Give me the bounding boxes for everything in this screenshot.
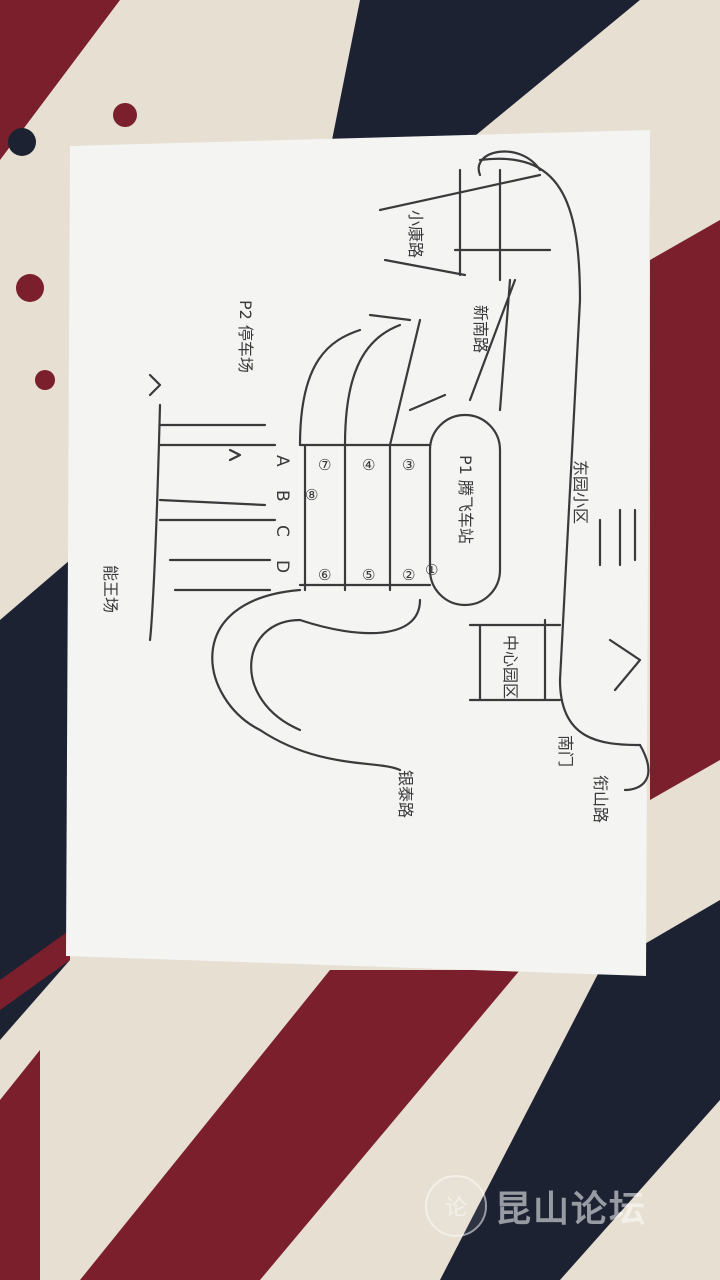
node-3: ③ bbox=[402, 456, 415, 474]
lane-d: D bbox=[272, 560, 292, 573]
lane-b: B bbox=[272, 490, 292, 502]
polka-dot bbox=[8, 128, 36, 156]
maroon-stripe bbox=[80, 970, 520, 1280]
label-center-park: 中心园区 bbox=[501, 635, 520, 699]
label-p1-station: P1 腾飞车站 bbox=[456, 455, 475, 544]
lane-a: A bbox=[272, 455, 292, 467]
lane-arrows bbox=[148, 373, 242, 462]
watermark-logo-icon: 论 bbox=[425, 1175, 487, 1237]
node-2: ② bbox=[402, 566, 415, 584]
node-6: ⑥ bbox=[318, 566, 331, 584]
lane-c: C bbox=[272, 525, 292, 537]
navy-stripe bbox=[330, 0, 640, 150]
label-bottom-road: 能王场 bbox=[101, 565, 120, 613]
center-park-lines bbox=[468, 618, 562, 702]
exit-arrow bbox=[623, 743, 650, 792]
label-lower-road: 银泰路 bbox=[396, 770, 415, 818]
node-7: ⑦ bbox=[318, 456, 331, 474]
north-arrows bbox=[298, 313, 447, 447]
node-8: ⑧ bbox=[305, 486, 318, 504]
p1-station-outline bbox=[428, 413, 502, 607]
watermark-text: 昆山论坛 bbox=[495, 1189, 648, 1230]
p2-lanes bbox=[148, 403, 277, 642]
label-xiaokang-road: 小康路 bbox=[406, 210, 425, 258]
node-4: ④ bbox=[362, 456, 375, 474]
paper-sheet bbox=[66, 130, 650, 976]
parking-grid bbox=[298, 443, 432, 592]
label-south-gate: 南门 bbox=[556, 735, 575, 767]
loop-road bbox=[477, 150, 642, 747]
navy-stripe bbox=[0, 560, 70, 1040]
dongyuan-marks bbox=[598, 508, 642, 692]
label-p2-parking: P2 停车场 bbox=[236, 300, 255, 373]
node-1: ① bbox=[425, 561, 438, 579]
navy-stripe bbox=[440, 900, 720, 1280]
node-5: ⑤ bbox=[362, 566, 375, 584]
maroon-stripe bbox=[650, 220, 720, 800]
label-dongyuan: 东园小区 bbox=[571, 460, 590, 524]
maroon-stripe bbox=[0, 0, 120, 160]
watermark: 论 昆山论坛 bbox=[425, 1175, 647, 1237]
label-exit-road: 衔山路 bbox=[591, 775, 610, 823]
xiaokang-road bbox=[458, 168, 502, 282]
label-xinnan-road: 新南路 bbox=[471, 305, 490, 353]
south-road bbox=[211, 588, 422, 772]
